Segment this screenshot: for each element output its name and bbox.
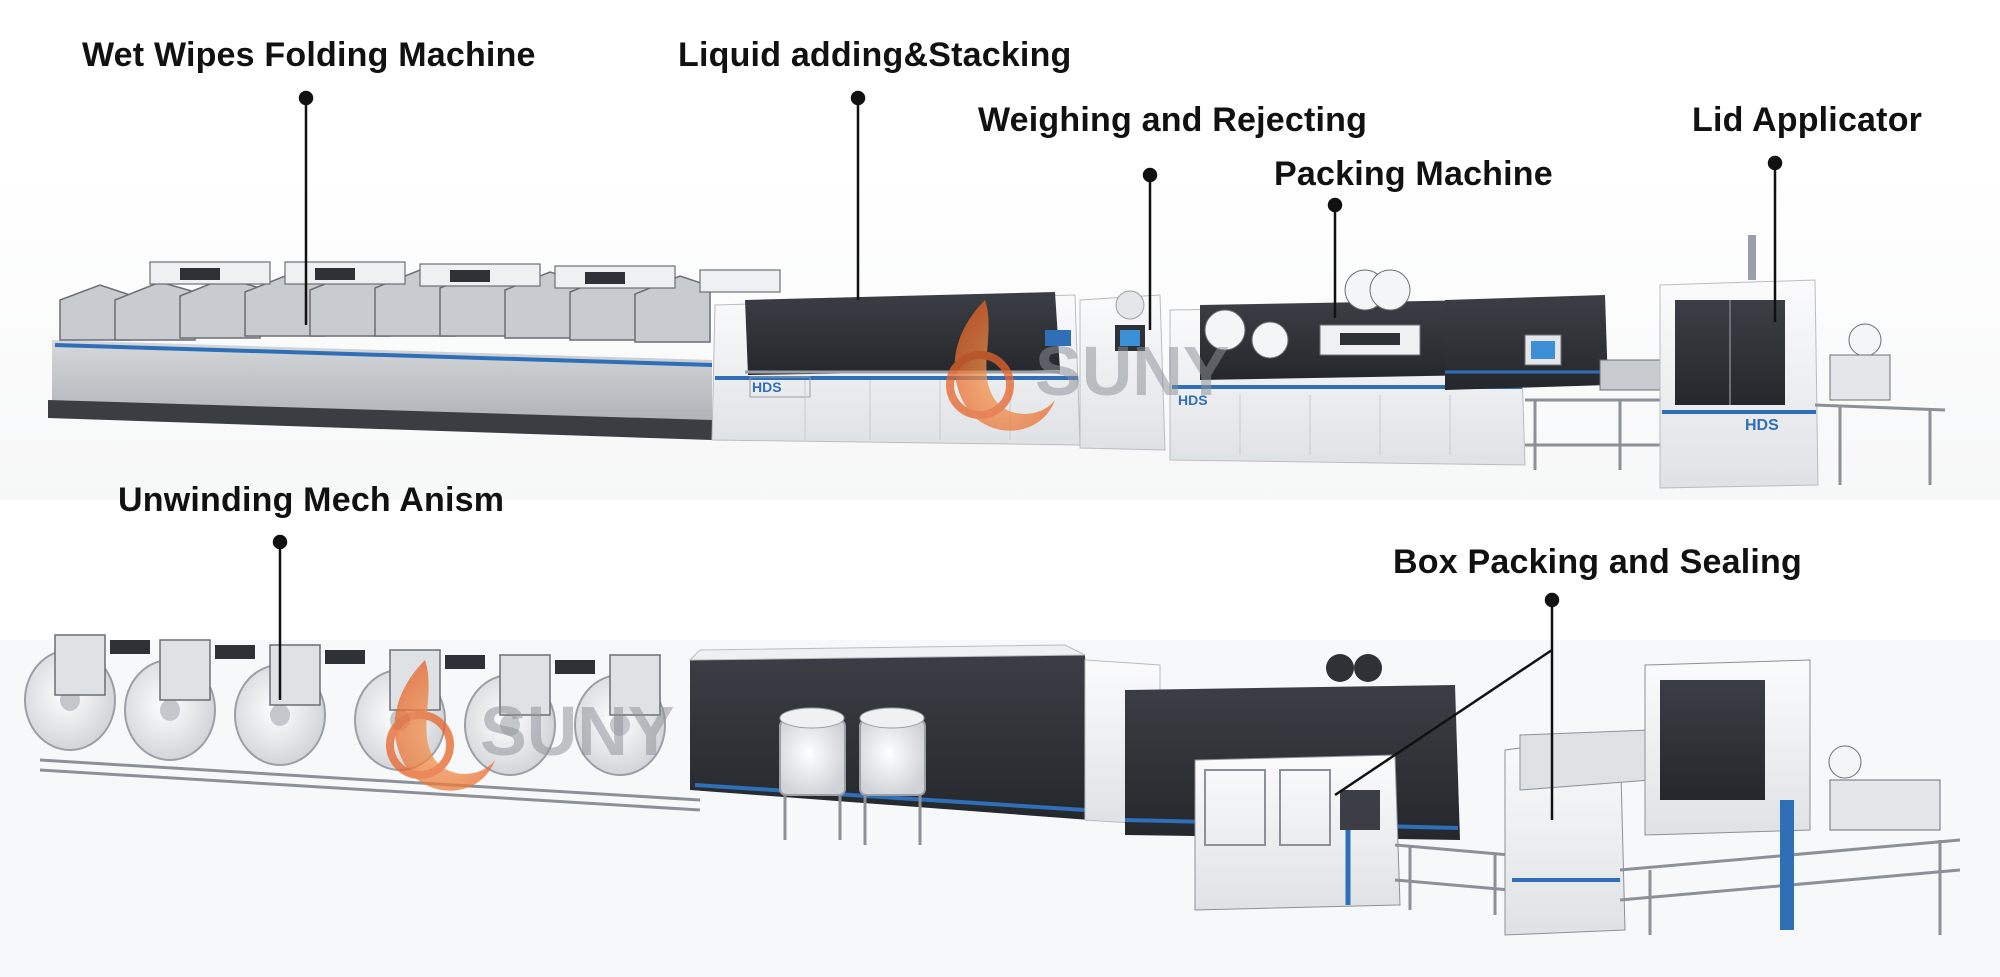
watermark-top: SUNY [946, 300, 1229, 431]
watermark-bottom: SUNY [386, 660, 674, 791]
watermark-text-bottom: SUNY [480, 692, 674, 770]
watermark-text-top: SUNY [1035, 332, 1229, 410]
hds-label-3: HDS [1745, 417, 1779, 434]
label-packing-machine: Packing Machine [1274, 155, 1553, 193]
label-wet-wipes-folding-machine: Wet Wipes Folding Machine [82, 36, 536, 74]
label-lid-applicator: Lid Applicator [1692, 101, 1923, 139]
lid-applicator: HDS [1659, 235, 1946, 489]
hds-label: HDS [752, 379, 782, 395]
wet-wipes-folding-machine [48, 261, 781, 440]
packing-machine: HDS [1169, 269, 1666, 470]
label-box-packing-and-sealing: Box Packing and Sealing [1393, 543, 1802, 581]
box-packing-sealing-machine [1124, 654, 1961, 936]
weighing-rejecting-machine [1079, 290, 1166, 451]
label-weighing-and-rejecting: Weighing and Rejecting [978, 101, 1368, 139]
leader-lines [272, 90, 1783, 820]
hds-label-2: HDS [1178, 392, 1208, 408]
label-unwinding-mechanism: Unwinding Mech Anism [118, 481, 505, 519]
unwinding-mechanism [24, 634, 701, 812]
label-liquid-adding-stacking: Liquid adding&Stacking [678, 36, 1072, 74]
